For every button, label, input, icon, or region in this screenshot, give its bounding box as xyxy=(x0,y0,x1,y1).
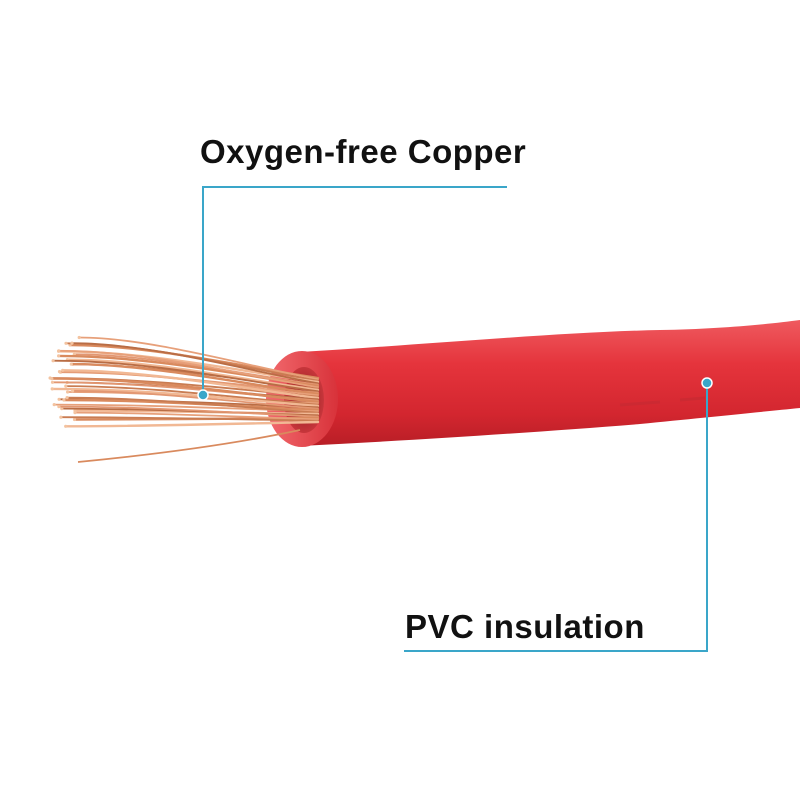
copper-strand-tip xyxy=(70,341,74,345)
copper-strand-tip xyxy=(57,370,62,374)
copper-strand xyxy=(70,362,320,396)
copper-leader-line xyxy=(202,186,507,395)
copper-strand-tip xyxy=(57,405,61,409)
copper-strand-tip xyxy=(59,415,63,419)
copper-strand xyxy=(64,420,320,428)
copper-strand-tip xyxy=(64,384,68,388)
copper-strand-tip xyxy=(57,349,61,353)
copper-strand xyxy=(61,369,320,400)
copper-strand-tip xyxy=(50,380,55,384)
copper-strand-tip xyxy=(60,407,64,411)
copper-strand xyxy=(60,416,319,422)
copper-strand xyxy=(66,396,319,414)
copper-strand xyxy=(78,336,319,381)
copper-strand-tip xyxy=(64,341,68,345)
copper-strand-tip xyxy=(65,396,69,400)
copper-strand xyxy=(74,411,319,421)
copper-strand xyxy=(52,359,319,393)
insulation-label: PVC insulation xyxy=(405,608,645,645)
copper-strands xyxy=(48,335,320,463)
copper-strand xyxy=(66,358,320,392)
jacket-print xyxy=(619,396,706,407)
copper-strand-tip xyxy=(62,398,66,402)
insulation-leader-line xyxy=(404,383,708,652)
copper-strand xyxy=(57,349,319,389)
copper-strand-tip xyxy=(64,424,68,428)
copper-leader-dot xyxy=(197,389,209,401)
copper-strand-tip xyxy=(57,397,61,401)
copper-strand xyxy=(51,387,320,408)
copper-strand-tip xyxy=(61,368,65,372)
copper-strand-tip xyxy=(72,417,77,422)
copper-strand-tip xyxy=(50,377,54,381)
copper-strand-tip xyxy=(69,362,73,366)
copper-strand-tip xyxy=(50,387,54,391)
copper-strand-tip xyxy=(57,354,61,358)
copper-strand xyxy=(77,429,301,463)
copper-strand xyxy=(71,342,319,385)
copper-strand-tip xyxy=(77,335,81,340)
insulation-leader-dot xyxy=(701,377,713,389)
copper-strand-tip xyxy=(73,411,77,415)
copper-strand-tip xyxy=(51,359,55,363)
pvc-jacket xyxy=(300,320,800,446)
copper-label: Oxygen-free Copper xyxy=(200,133,527,170)
copper-strand-tip xyxy=(52,403,56,407)
copper-strand-tip xyxy=(66,390,70,394)
copper-strand xyxy=(50,377,320,404)
copper-strand-tip xyxy=(71,389,75,393)
copper-strand xyxy=(58,405,319,418)
